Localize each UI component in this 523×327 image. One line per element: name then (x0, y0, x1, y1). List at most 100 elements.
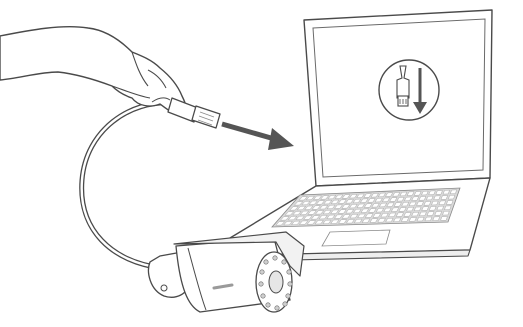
keyboard-key (436, 205, 444, 211)
keyboard-key (307, 210, 317, 215)
keyboard-key (385, 217, 394, 223)
keyboard-key (393, 217, 402, 222)
keyboard-key (349, 204, 358, 209)
keyboard-key (367, 198, 376, 203)
keyboard-key (442, 210, 450, 216)
keyboard-key (360, 198, 369, 203)
keyboard-key (438, 200, 446, 205)
keyboard-key (385, 192, 394, 197)
keyboard-key (330, 199, 340, 204)
keyboard-key (370, 193, 379, 198)
keyboard-key (330, 219, 340, 224)
keyboard-key (338, 199, 347, 204)
keyboard-keys (275, 189, 457, 226)
keyboard-key (421, 190, 429, 196)
keyboard-key (338, 219, 347, 224)
laptop-icon (227, 9, 493, 262)
keyboard-key (345, 209, 355, 214)
keyboard-key (356, 203, 365, 208)
keyboard-key (375, 208, 384, 213)
keyboard-key (446, 200, 454, 205)
keyboard-key (411, 211, 420, 217)
keyboard-key (419, 211, 427, 217)
keyboard-key (360, 208, 370, 213)
keyboard-key (399, 191, 408, 197)
keyboard-key (280, 216, 290, 221)
keyboard-key (323, 200, 333, 205)
keyboard-key (413, 206, 422, 212)
keyboard-key (444, 205, 452, 210)
keyboard-key (383, 207, 392, 213)
keyboard-key (432, 216, 440, 221)
keyboard-key (398, 207, 407, 212)
keyboard-key (423, 201, 432, 206)
keyboard-key (426, 211, 435, 216)
keyboard-key (440, 216, 448, 221)
keyboard-key (377, 192, 386, 198)
keyboard-key (345, 199, 354, 204)
keyboard-key (416, 217, 425, 222)
keyboard-key (403, 212, 412, 217)
keyboard-key (435, 190, 443, 195)
ethernet-plug-icon (167, 97, 221, 129)
keyboard-key (440, 195, 448, 200)
keyboard-key (392, 192, 401, 197)
keyboard-key (378, 202, 387, 208)
keyboard-key (289, 206, 299, 211)
keyboard-key (296, 206, 307, 211)
keyboard-key (352, 198, 362, 204)
keyboard-key (408, 217, 417, 222)
keyboard-key (406, 191, 415, 196)
keyboard-key (304, 205, 314, 210)
keyboard-key (428, 190, 436, 195)
keyboard-key (275, 221, 286, 226)
keyboard-key (408, 201, 417, 207)
keyboard-key (368, 208, 377, 213)
keyboard-key (349, 214, 359, 219)
keyboard-key (295, 215, 305, 220)
keyboard-key (431, 200, 439, 206)
keyboard-key (334, 214, 343, 219)
keyboard-key (283, 221, 293, 226)
keyboard-key (382, 197, 391, 202)
keyboard-key (287, 216, 298, 221)
keyboard-key (298, 220, 309, 225)
keyboard-key (396, 197, 405, 202)
keyboard-key (364, 203, 373, 208)
keyboard-key (292, 211, 302, 216)
keyboard-key (313, 195, 323, 200)
network-cable-icon (79, 100, 175, 271)
keyboard-key (450, 189, 457, 195)
keyboard-key (374, 197, 383, 203)
keyboard-key (293, 201, 304, 206)
keyboard-key (429, 206, 437, 211)
camera-ir-leds (258, 255, 293, 311)
bullet-camera-icon (147, 231, 305, 313)
camera-sunshield (173, 231, 305, 277)
keyboard-key (416, 201, 424, 206)
keyboard-key (334, 194, 344, 199)
keyboard-key (401, 202, 410, 207)
keyboard-key (411, 196, 419, 201)
keyboard-key (363, 193, 372, 198)
keyboard-key (377, 218, 386, 223)
keyboard-key (301, 200, 311, 206)
keyboard-key (322, 219, 332, 225)
keyboard-key (365, 213, 374, 218)
keyboard-key (326, 214, 336, 219)
keyboard-key (433, 195, 441, 200)
keyboard-key (311, 205, 321, 210)
keyboard-key (353, 208, 362, 214)
camera-lens (268, 270, 284, 294)
keyboard-key (310, 215, 321, 220)
keyboard-key (314, 220, 324, 225)
cable-highlight (80, 101, 174, 270)
keyboard-key (341, 204, 351, 209)
keyboard-key (327, 194, 337, 200)
keyboard-key (320, 195, 330, 200)
keyboard-key (421, 206, 429, 211)
keyboard-key (424, 216, 433, 222)
keyboard-key (406, 206, 414, 212)
keyboard-key (442, 189, 450, 195)
keyboard-key (306, 220, 317, 225)
